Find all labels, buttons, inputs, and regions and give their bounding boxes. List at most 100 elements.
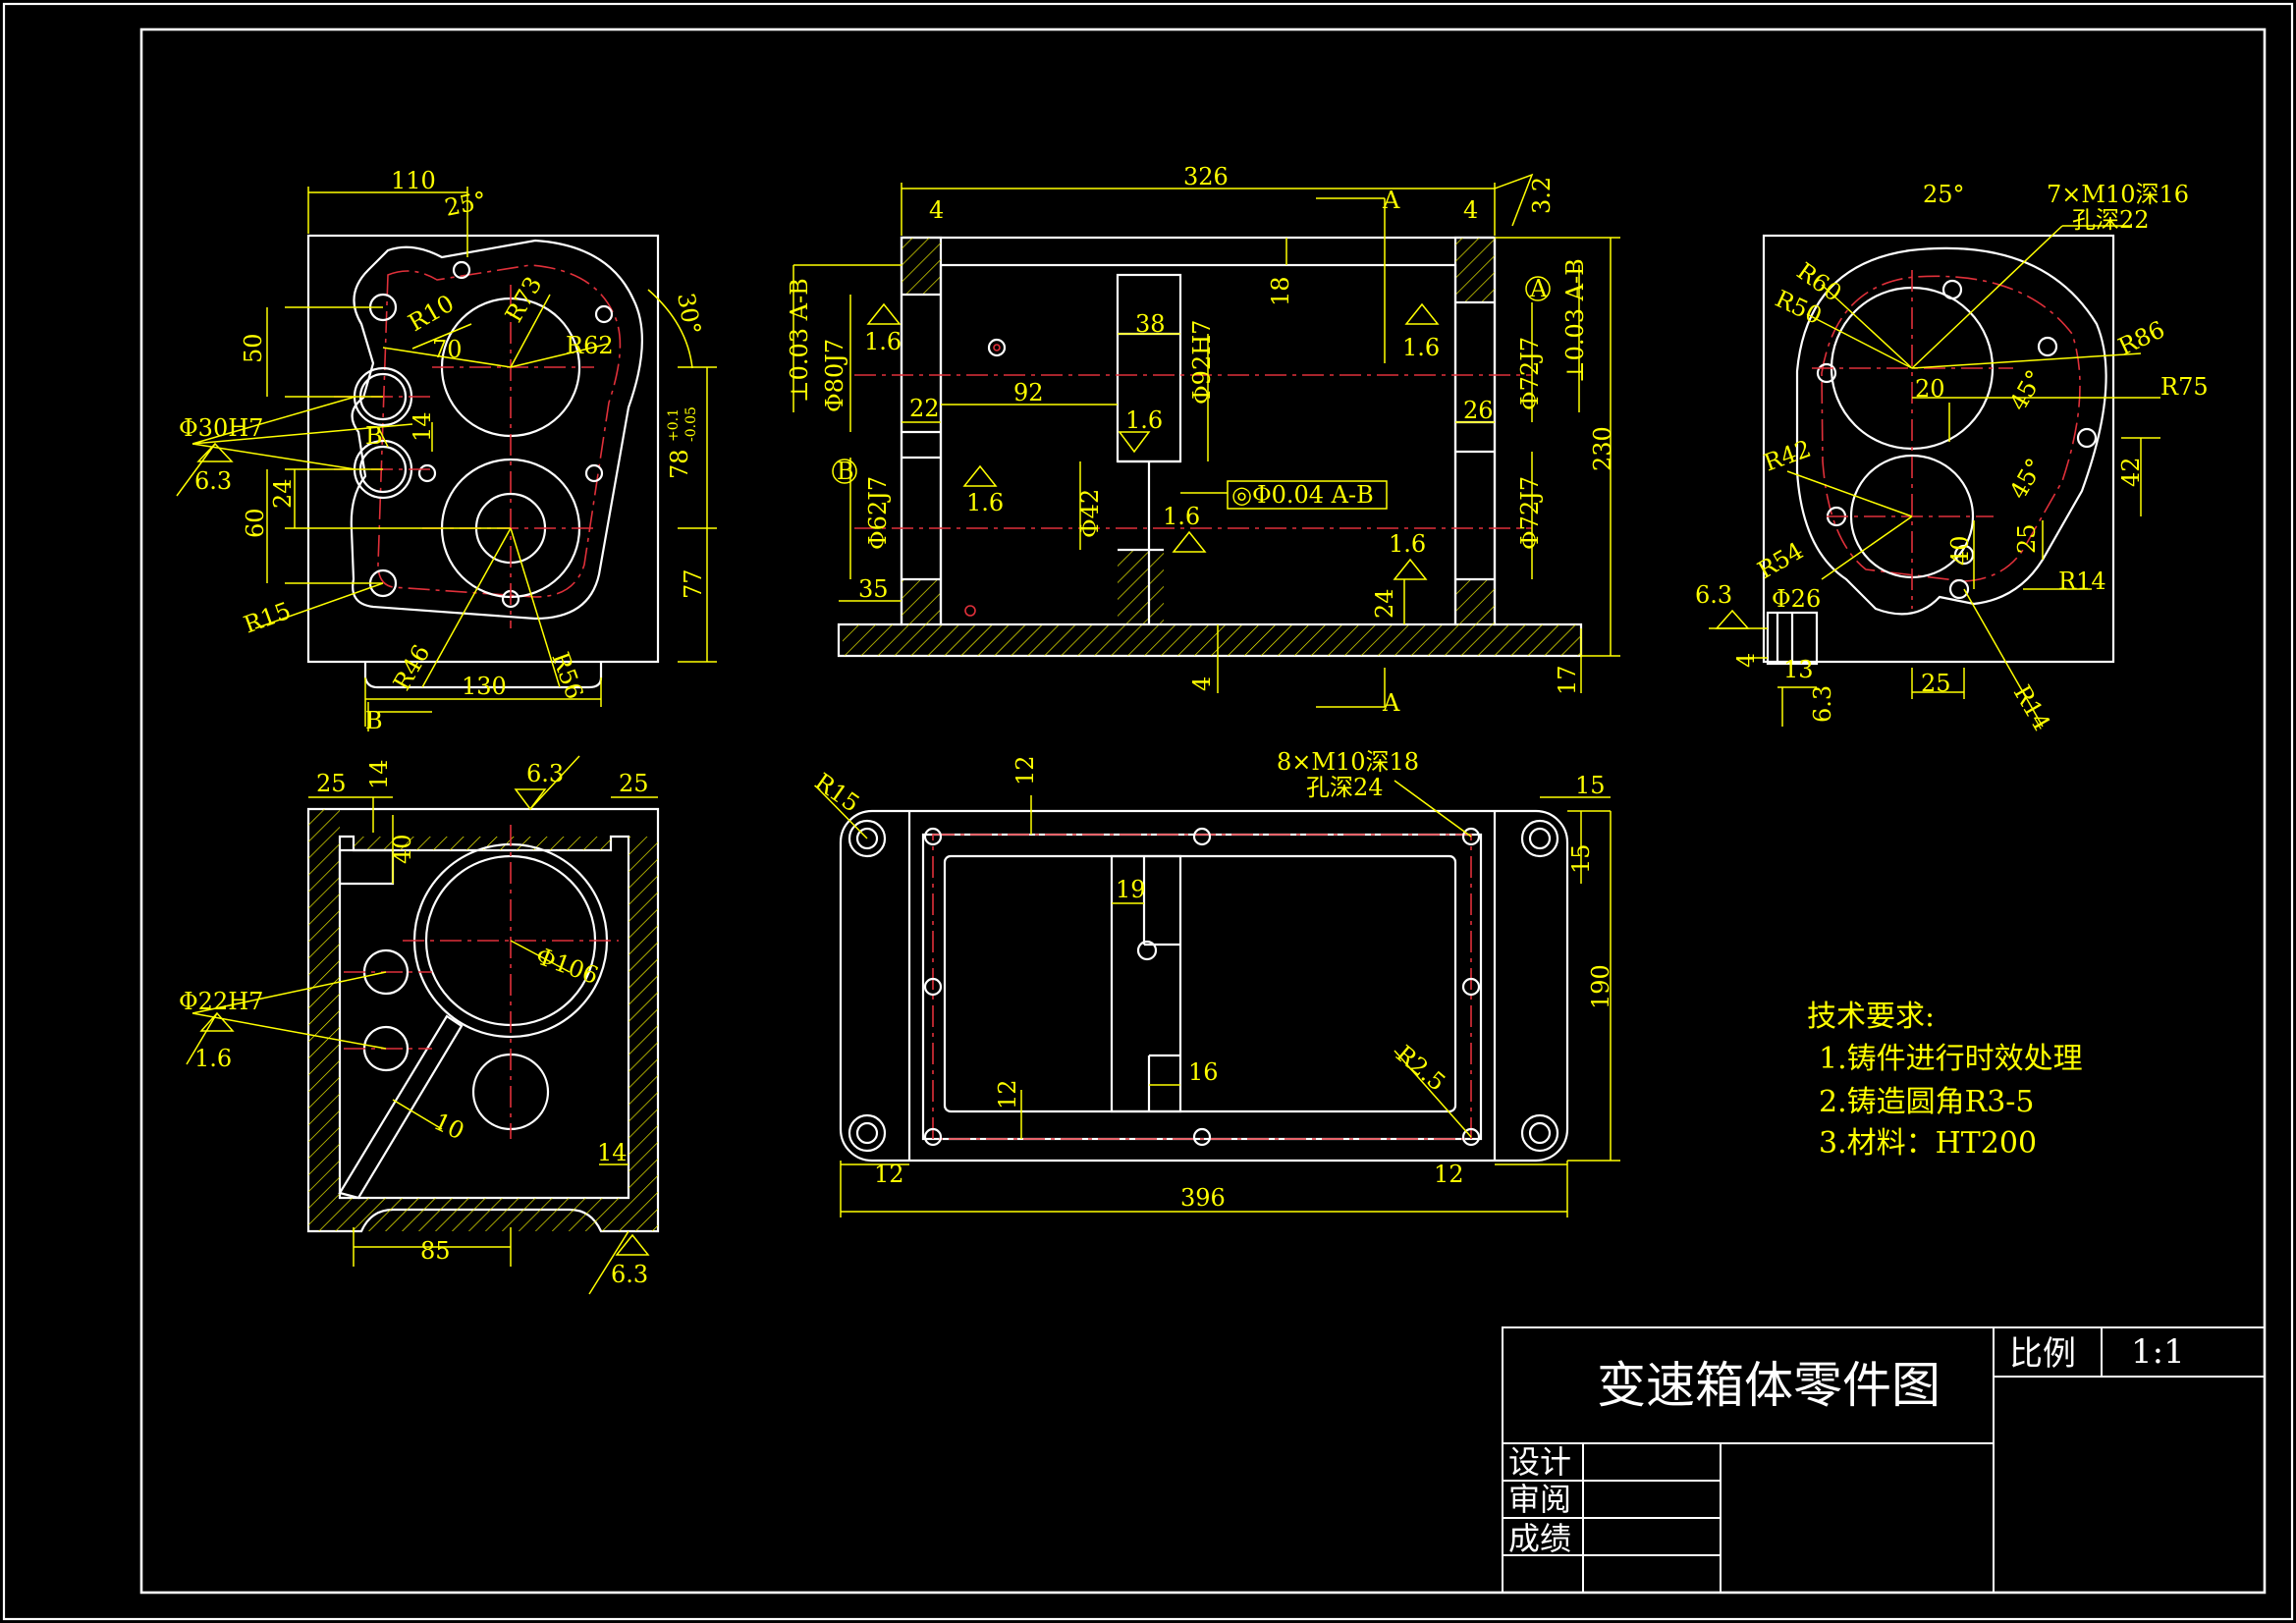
rough-front-1-6-e: 1.6 <box>1163 503 1200 530</box>
dim-left-77: 77 <box>680 568 707 599</box>
dim-top-15-horizontal: 15 <box>1575 772 1606 799</box>
dim-right-4: 4 <box>1732 653 1760 668</box>
title-block: 变速箱体零件图 比例 1:1 设计 审阅 成绩 <box>1502 1326 2266 1594</box>
section-label-b-bottom: B <box>365 707 383 734</box>
dim-front-17: 17 <box>1554 665 1581 695</box>
dim-top-16: 16 <box>1188 1058 1219 1086</box>
dim-right-hole22: 孔深22 <box>2072 206 2150 234</box>
dim-right-r75: R75 <box>2160 373 2209 401</box>
dim-left-60: 60 <box>242 508 269 538</box>
dim-right-r42: R42 <box>1760 435 1814 477</box>
dim-section-phi106: Φ106 <box>532 942 602 990</box>
dim-front-35: 35 <box>858 575 889 603</box>
dim-section-25-left: 25 <box>316 770 347 797</box>
rough-front-1-6-b: 1.6 <box>1402 334 1440 361</box>
right-view: 25° 7×M10深16 孔深22 R60 R50 R86 20 45° R75… <box>1695 181 2209 735</box>
dim-top-r15: R15 <box>810 768 865 818</box>
dim-left-50: 50 <box>240 333 267 363</box>
section-label-a-top: A <box>1382 187 1400 214</box>
dim-front-4-bottom: 4 <box>1188 676 1216 691</box>
dim-right-20: 20 <box>1915 375 1945 403</box>
dim-left-30deg: 30° <box>672 291 706 337</box>
dim-left-r15: R15 <box>240 597 294 639</box>
rough-section-6-3-top: 6.3 <box>526 760 564 787</box>
dim-right-25-horizontal: 25 <box>1921 670 1951 697</box>
tol-front-coaxiality: ◎Φ0.04 A-B <box>1231 481 1374 509</box>
top-view: R15 12 8×M10深18 孔深24 15 15 19 190 R2.5 1… <box>810 748 1620 1217</box>
rough-front-1-6-d: 1.6 <box>966 489 1004 516</box>
dim-left-r56: R56 <box>546 648 588 702</box>
rough-front-3-2: 3.2 <box>1528 177 1556 214</box>
dim-left-r73: R73 <box>500 272 548 327</box>
tech-req-item-1: 1.铸件进行时效处理 <box>1819 1042 2083 1076</box>
dim-front-phi62j7: Φ62J7 <box>864 476 892 550</box>
dim-front-phi72j7-bottom: Φ72J7 <box>1516 476 1544 550</box>
dim-left-110: 110 <box>391 167 436 194</box>
dim-right-r54: R54 <box>1753 537 1808 585</box>
dim-front-230: 230 <box>1589 426 1616 471</box>
left-view: 110 25° 30° 50 R10 R73 70 R62 Φ30H7 6.3 … <box>176 167 717 734</box>
dim-right-45deg-a: 45° <box>2004 365 2050 415</box>
scale-label: 比例 <box>2009 1334 2076 1374</box>
dim-left-phi30h7: Φ30H7 <box>179 414 263 442</box>
tech-req-item-3: 3.材料：HT200 <box>1819 1126 2037 1161</box>
dim-section-25-right: 25 <box>619 770 649 797</box>
reviewer-label: 审阅 <box>1508 1481 1571 1518</box>
dim-right-42: 42 <box>2117 457 2145 487</box>
dim-front-phi92h7: Φ92H7 <box>1188 320 1216 405</box>
dim-left-r10: R10 <box>404 290 459 338</box>
rough-front-1-6-c: 1.6 <box>1125 406 1163 434</box>
dim-top-12-top: 12 <box>1011 755 1039 785</box>
dim-section-40: 40 <box>389 834 416 864</box>
dim-top-hole24: 孔深24 <box>1306 774 1384 801</box>
dim-front-4-left: 4 <box>929 196 944 224</box>
dim-right-phi26: Φ26 <box>1772 585 1821 613</box>
tol-front-left: ⊥0.03 A-B <box>786 278 813 403</box>
rough-front-1-6-f: 1.6 <box>1389 530 1426 558</box>
dim-right-r14-a: R14 <box>2058 568 2106 595</box>
rough-right-6-3: 6.3 <box>1695 581 1732 609</box>
dim-front-22: 22 <box>909 395 940 422</box>
dim-top-12-left: 12 <box>874 1161 904 1188</box>
grade-label: 成绩 <box>1508 1520 1571 1557</box>
dim-left-78-tol: 78 <box>666 449 693 479</box>
dim-front-92: 92 <box>1013 379 1044 406</box>
section-view: 25 14 6.3 25 40 Φ106 Φ22H7 1.6 10 14 85 … <box>179 755 660 1295</box>
rough-front-1-6-a: 1.6 <box>864 328 902 355</box>
rough-section-1-6: 1.6 <box>194 1045 232 1072</box>
dim-section-phi22h7: Φ22H7 <box>179 988 263 1015</box>
sheet-inner-border <box>139 27 2267 1595</box>
designer-label: 设计 <box>1508 1443 1571 1481</box>
technical-requirements: 技术要求: 1.铸件进行时效处理 2.铸造圆角R3-5 3.材料：HT200 <box>1807 1000 2083 1161</box>
dim-front-phi42: Φ42 <box>1076 489 1104 538</box>
dim-top-396: 396 <box>1180 1184 1226 1212</box>
dim-top-12-vertical: 12 <box>994 1079 1021 1109</box>
dim-front-4-right: 4 <box>1463 196 1478 224</box>
dim-front-326: 326 <box>1183 163 1229 190</box>
dim-right-45deg-b: 45° <box>2004 454 2050 504</box>
tech-req-item-2: 2.铸造圆角R3-5 <box>1819 1085 2035 1119</box>
scale-value: 1:1 <box>2131 1332 2185 1372</box>
dim-left-130: 130 <box>462 673 507 700</box>
tol-front-right: ⊥0.03 A-B <box>1561 258 1589 383</box>
dim-right-13: 13 <box>1783 656 1814 683</box>
dim-section-85: 85 <box>420 1237 451 1265</box>
dim-right-7xm10: 7×M10深16 <box>2047 181 2189 208</box>
dim-left-78-upper: +0.1 <box>666 408 682 442</box>
dim-section-14-top: 14 <box>365 759 393 789</box>
dim-left-14: 14 <box>409 411 436 442</box>
dim-front-phi72j7-top: Φ72J7 <box>1516 337 1544 410</box>
dim-right-r14-b: R14 <box>2008 680 2056 735</box>
rough-left-6-3: 6.3 <box>194 467 232 495</box>
dim-front-phi80j7: Φ80J7 <box>821 339 848 412</box>
dim-left-25deg: 25° <box>442 187 488 222</box>
front-view: 326 4 4 A 3.2 18 ⊥0.03 A-B Φ80J7 1.6 38 … <box>786 163 1620 717</box>
dim-section-14-right: 14 <box>597 1139 628 1166</box>
dim-top-12-right: 12 <box>1434 1161 1464 1188</box>
dim-top-15-vertical: 15 <box>1567 843 1595 874</box>
dim-top-190: 190 <box>1587 964 1614 1009</box>
datum-a-circle: A <box>1529 275 1548 302</box>
dim-front-26: 26 <box>1463 397 1494 424</box>
